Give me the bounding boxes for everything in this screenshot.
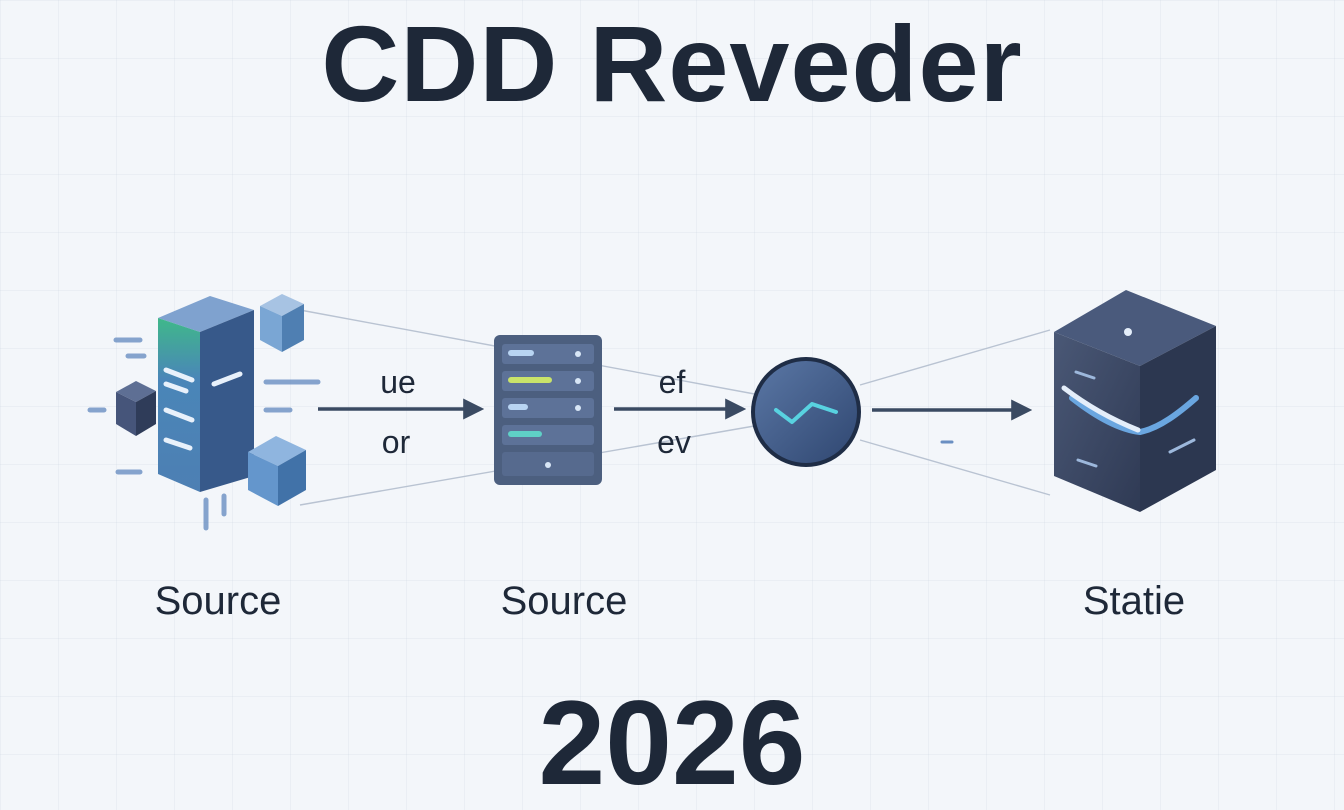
diagram-title: CDD Reveder — [321, 3, 1023, 124]
server-tower-icon — [87, 294, 321, 531]
edge-2-bottom-label: ev — [657, 424, 691, 460]
node-1-label: Source — [154, 579, 282, 623]
node-2-label: Source — [500, 579, 628, 623]
edge-1-bottom-label: or — [381, 424, 411, 460]
storage-cube-icon — [1054, 290, 1216, 512]
edge-1-top-label: ue — [380, 364, 416, 400]
year-label: 2026 — [538, 676, 806, 810]
flow-diagram — [87, 290, 1216, 531]
pulse-circle-icon — [751, 357, 861, 467]
edge-2-top-label: ef — [658, 364, 686, 400]
server-rack-icon — [494, 335, 602, 485]
node-4-label: Statie — [1082, 579, 1186, 623]
